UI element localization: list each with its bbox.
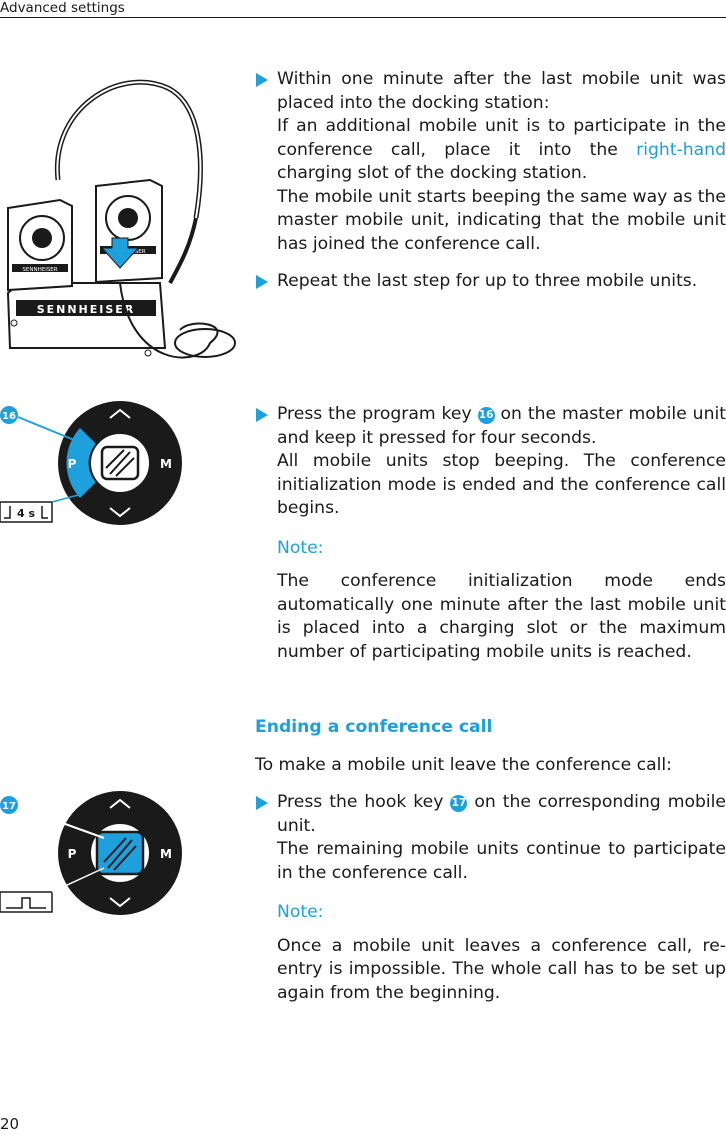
hook-step-line: Press the hook key 17 on the correspondi… [277, 791, 726, 838]
program-step-prefix: Press the program key [277, 404, 472, 424]
step-arrow-icon [256, 796, 268, 810]
note-2-label: Note: [277, 902, 324, 922]
step-press-hook-key: Press the hook key 17 on the correspondi… [255, 791, 726, 885]
step-para2-suffix: charging slot of the docking station. [277, 163, 588, 183]
step-arrow-icon [256, 408, 268, 422]
docking-station-illustration: SENNHEISER SENNHEISER SENNHEISER [0, 68, 240, 368]
ending-intro: To make a mobile unit leave the conferen… [255, 754, 672, 775]
note-1: Note: The conference initialization mode… [255, 537, 726, 665]
step-arrow-icon [256, 73, 268, 87]
step-para3: The mobile unit starts beeping the same … [277, 186, 726, 254]
step-para2: If an additional mobile unit is to parti… [277, 115, 726, 186]
key-p-label: P [68, 457, 77, 471]
key-17-badge: 17 [450, 795, 468, 812]
step-add-mobile-unit: Within one minute after the last mobile … [255, 68, 726, 256]
hook-step-suffix: on the corresponding mobile unit. [277, 792, 726, 836]
step-repeat-text: Repeat the last step for up to three mob… [277, 271, 698, 291]
program-key-illustration: P M 16 4 s [0, 398, 200, 528]
hook-step-para2: The remaining mobile units continue to p… [277, 839, 726, 883]
program-step-para2: All mobile units stop beeping. The confe… [277, 451, 726, 518]
note-1-label: Note: [277, 537, 324, 558]
step-arrow-icon [256, 275, 268, 289]
note-1-text: The conference initialization mode ends … [277, 571, 726, 662]
key-p-label-2: P [68, 847, 77, 861]
dock-brand-large: SENNHEISER [37, 303, 136, 316]
key-16-badge: 16 [477, 407, 495, 424]
step-press-program-key: Press the program key 16 on the master m… [255, 403, 726, 521]
conference-join-steps: Within one minute after the last mobile … [255, 68, 726, 294]
callout-17: 17 [2, 801, 16, 812]
ending-section: Ending a conference call To make a mobil… [255, 716, 726, 1005]
note-2: Note: Once a mobile unit leaves a confer… [255, 901, 726, 1005]
press-duration-label: 4 s [17, 507, 35, 520]
ending-heading: Ending a conference call [255, 717, 493, 737]
program-step-line: Press the program key 16 on the master m… [277, 403, 726, 450]
program-step-suffix: on the master mobile unit and keep it pr… [277, 404, 726, 448]
page-header: Advanced settings [0, 0, 726, 18]
program-key-section: Press the program key 16 on the master m… [255, 403, 726, 664]
key-m-label: M [160, 457, 172, 471]
note-2-text: Once a mobile unit leaves a conference c… [277, 935, 726, 1003]
left-unit-brand: SENNHEISER [22, 267, 57, 273]
callout-16: 16 [2, 411, 16, 422]
step-repeat: Repeat the last step for up to three mob… [255, 270, 726, 294]
page-number: 20 [0, 1115, 20, 1133]
right-hand-term: right-hand [636, 139, 726, 160]
header-rule [0, 17, 726, 18]
step-para2-prefix: If an additional mobile unit is to parti… [277, 116, 726, 160]
hook-key-illustration: P M 17 [0, 788, 200, 918]
section-title: Advanced settings [0, 0, 125, 16]
key-m-label-2: M [160, 847, 172, 861]
step-line1: Within one minute after the last mobile … [277, 69, 726, 113]
hook-step-prefix: Press the hook key [277, 792, 444, 812]
